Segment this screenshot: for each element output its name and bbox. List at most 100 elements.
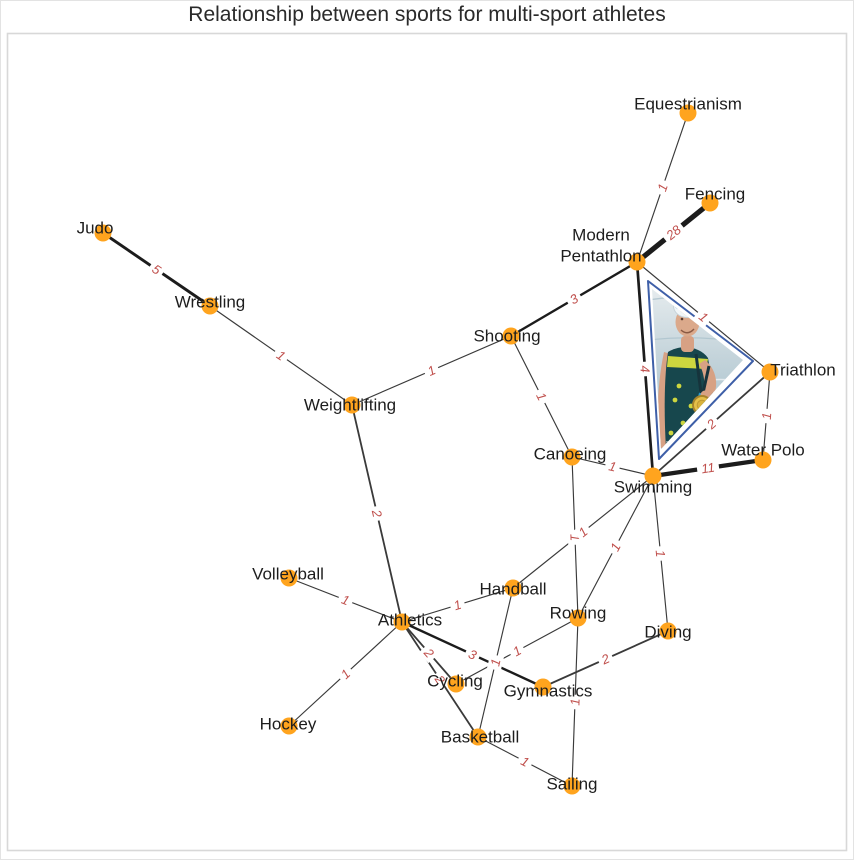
edge-label-bbox [531,386,552,407]
gold-medal-center [696,399,708,411]
node-label-Athletics: Athletics [378,611,442,630]
edge-label-Weightlifting--Athletics: 2 [368,504,386,523]
edge-label-bbox [430,669,450,690]
swimsuit-dot [676,383,682,389]
edge-label-bbox [422,361,441,380]
athlete-neck [681,336,694,352]
edge-label-bbox [487,653,504,672]
node-Triathlon [761,363,779,381]
edge-label-text: 1 [759,412,775,420]
edge-label-bbox [515,751,535,772]
node-label-Water-Polo: Water Polo [721,441,804,460]
edge-label-text: 1 [653,549,669,558]
node-label-Hockey: Hockey [260,715,317,734]
edge-label-Rowing--Sailing: 1 [567,694,583,710]
edge-label-bbox [418,642,440,664]
node-label-Rowing: Rowing [550,604,607,623]
node-Canoeing [563,448,581,466]
edge-label-Triathlon--Swimming: 2 [701,413,722,435]
node-label-Shooting: Shooting [473,327,540,346]
node-Equestrianism [679,104,697,122]
edge-label-bbox [368,504,386,523]
edge-label-Weightlifting--Shooting: 1 [422,361,441,380]
edge-label-Modern-Pentathlon--Shooting: 3 [564,289,584,309]
edge-label-text: 1 [452,597,463,613]
node-Volleyball [280,569,298,587]
node-Fencing [701,194,719,212]
edge-label-Rowing--Cycling: 1 [507,641,527,661]
node-Swimming [644,467,662,485]
node-Wrestling [201,297,219,315]
node-label-Volleyball: Volleyball [252,565,324,584]
edge-label-bbox [507,641,527,661]
swimsuit-dot [672,397,678,403]
edge-label-Canoeing--Swimming: 1 [603,458,622,475]
node-label-Triathlon: Triathlon [770,361,836,380]
edge-label-bbox [603,458,622,475]
edge-label-bbox [605,537,626,557]
node-Gymnastics [534,678,552,696]
edge-label-bbox [653,178,672,197]
gold-medal [692,395,712,415]
node-Weightlifting [343,396,361,414]
edge-label-bbox [701,413,722,435]
node-Basketball [469,728,487,746]
node-Athletics [393,613,411,631]
node-label-Weightlifting: Weightlifting [304,396,396,415]
edge-label-Volleyball--Athletics: 1 [336,590,355,610]
edge-label-Athletics--Handball: 1 [448,596,467,614]
node-Handball [504,579,522,597]
edge-label-bbox [564,289,584,309]
node-Judo [94,224,112,242]
edge-label-bbox [335,663,356,685]
athlete-eye [680,317,684,321]
edge-label-bbox [596,649,615,669]
edge-label-text: 1 [567,698,582,706]
medal-ribbon [701,365,711,394]
edge-label-bbox [696,459,720,477]
node-label-Basketball: Basketball [441,728,519,747]
edge-label-bbox [693,306,714,328]
node-label-Gymnastics: Gymnastics [504,682,593,701]
swim-cap [673,294,701,318]
node-label-Diving: Diving [644,623,691,642]
edge-label-Swimming--Handball: 1 [572,522,594,542]
node-label-Canoeing: Canoeing [534,445,607,464]
edge-label-Swimming--Rowing: 1 [605,537,626,557]
edge-label-Athletics--Hockey: 1 [335,663,356,685]
node-Cycling [447,675,465,693]
edge-label-bbox [758,408,775,424]
node-label-Handball: Handball [479,580,546,599]
edge-label-bbox [660,220,687,245]
node-Shooting [502,327,520,345]
edge-label-Swimming--Water-Polo: 11 [696,459,720,477]
edge-label-Athletics--Cycling: 2 [418,642,440,664]
swimsuit-dot [668,430,674,436]
node-Rowing [569,609,587,627]
edge-label-text: 1 [567,534,582,542]
edge-label-text: 11 [700,460,716,477]
node-label-Sailing: Sailing [546,775,597,794]
edge-label-Triathlon--Water-Polo: 1 [758,408,775,424]
node-Sailing [563,777,581,795]
chart-title: Relationship between sports for multi-sp… [188,3,666,26]
edge-label-bbox [462,645,483,664]
athlete-smile [680,328,695,334]
edge-label-Judo--Wrestling: 5 [146,259,167,280]
node-label-Judo: Judo [77,219,114,238]
node-label-Equestrianism: Equestrianism [634,95,742,114]
edge-label-text: 1 [654,182,671,194]
node-Modern-Pentathlon [628,253,646,271]
athlete-right-arm [699,360,717,400]
edge-label-bbox [572,522,594,542]
node-label-Cycling: Cycling [427,672,483,691]
swimsuit-dot [680,420,686,426]
edge-label-Shooting--Canoeing: 1 [531,386,552,407]
node-Hockey [280,717,298,735]
node-label-Wrestling: Wrestling [175,293,246,312]
